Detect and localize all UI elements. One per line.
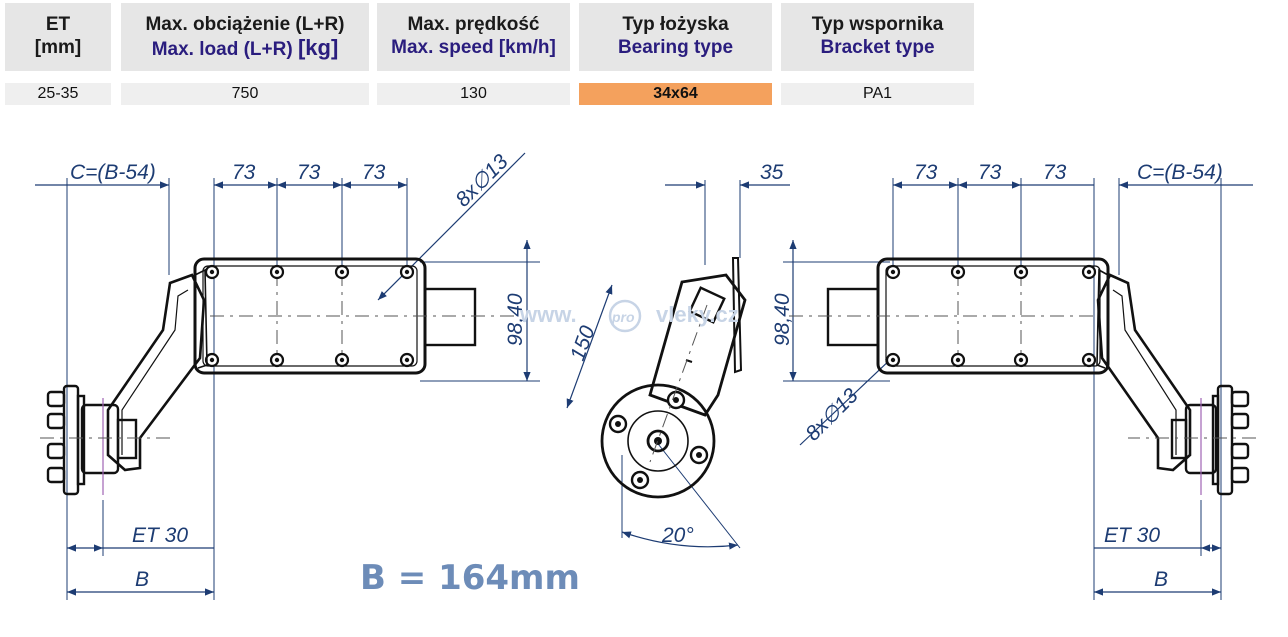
center-side-view: 35 150 20° www. pro vleky.cz: [519, 161, 790, 550]
header-load: Max. obciążenie (L+R) Max. load (L+R) [k…: [121, 3, 369, 71]
value-speed: 130: [377, 83, 570, 105]
left-axle-view: C=(B-54) 73 73 73 8x∅13 98,40 ET 30 B: [35, 150, 540, 600]
b-value-caption: B = 164mm: [360, 558, 580, 598]
dim-c-formula-left: C=(B-54): [70, 161, 156, 184]
header-et-label: ET: [45, 14, 71, 35]
header-bracket-pl: Typ wspornika: [811, 14, 944, 35]
value-bearing: 34x64: [579, 83, 772, 105]
dim-holes-left: 8x∅13: [451, 150, 513, 212]
header-load-pl: Max. obciążenie (L+R): [145, 14, 345, 35]
header-bearing-en: Bearing type: [617, 37, 734, 58]
right-axle-view: C=(B-54) 73 73 73 8x∅13 98,40 ET 30 B: [771, 161, 1256, 600]
header-speed-pl: Max. prędkość: [407, 14, 540, 35]
value-bracket: PA1: [781, 83, 974, 105]
dim-73-left-2: 73: [297, 161, 321, 184]
dim-b-left: B: [135, 568, 149, 591]
watermark-badge: pro: [611, 309, 635, 325]
header-et: ET [mm]: [5, 3, 111, 71]
dim-et-right: ET 30: [1104, 524, 1160, 547]
dim-angle: 20°: [661, 524, 694, 547]
header-bearing-pl: Typ łożyska: [622, 14, 729, 35]
dim-et-left: ET 30: [132, 524, 188, 547]
dim-c-formula-right: C=(B-54): [1137, 161, 1223, 184]
header-bracket-en: Bracket type: [820, 37, 935, 58]
dim-73-right-1: 73: [914, 161, 938, 184]
dim-73-left-1: 73: [232, 161, 256, 184]
dim-150: 150: [566, 323, 600, 364]
value-load: 750: [121, 83, 369, 105]
dim-73-left-3: 73: [362, 161, 386, 184]
header-bracket: Typ wspornika Bracket type: [781, 3, 974, 71]
header-load-unit: [kg]: [297, 35, 339, 60]
header-speed: Max. prędkość Max. speed [km/h]: [377, 3, 570, 71]
dim-35: 35: [760, 161, 784, 184]
value-et: 25-35: [5, 83, 111, 105]
header-speed-en: Max. speed [km/h]: [391, 37, 556, 58]
dim-73-right-2: 73: [978, 161, 1002, 184]
dim-height-left: 98,40: [504, 293, 527, 346]
dim-holes-right: 8x∅13: [801, 384, 863, 446]
header-et-unit: [mm]: [34, 37, 82, 58]
watermark-prefix: www.: [519, 302, 577, 327]
dim-height-right: 98,40: [771, 293, 794, 346]
dim-b-right: B: [1154, 568, 1168, 591]
header-bearing: Typ łożyska Bearing type: [579, 3, 772, 71]
header-load-en: Max. load (L+R): [151, 39, 293, 60]
watermark-name: vleky.cz: [656, 302, 739, 327]
dim-73-right-3: 73: [1043, 161, 1067, 184]
